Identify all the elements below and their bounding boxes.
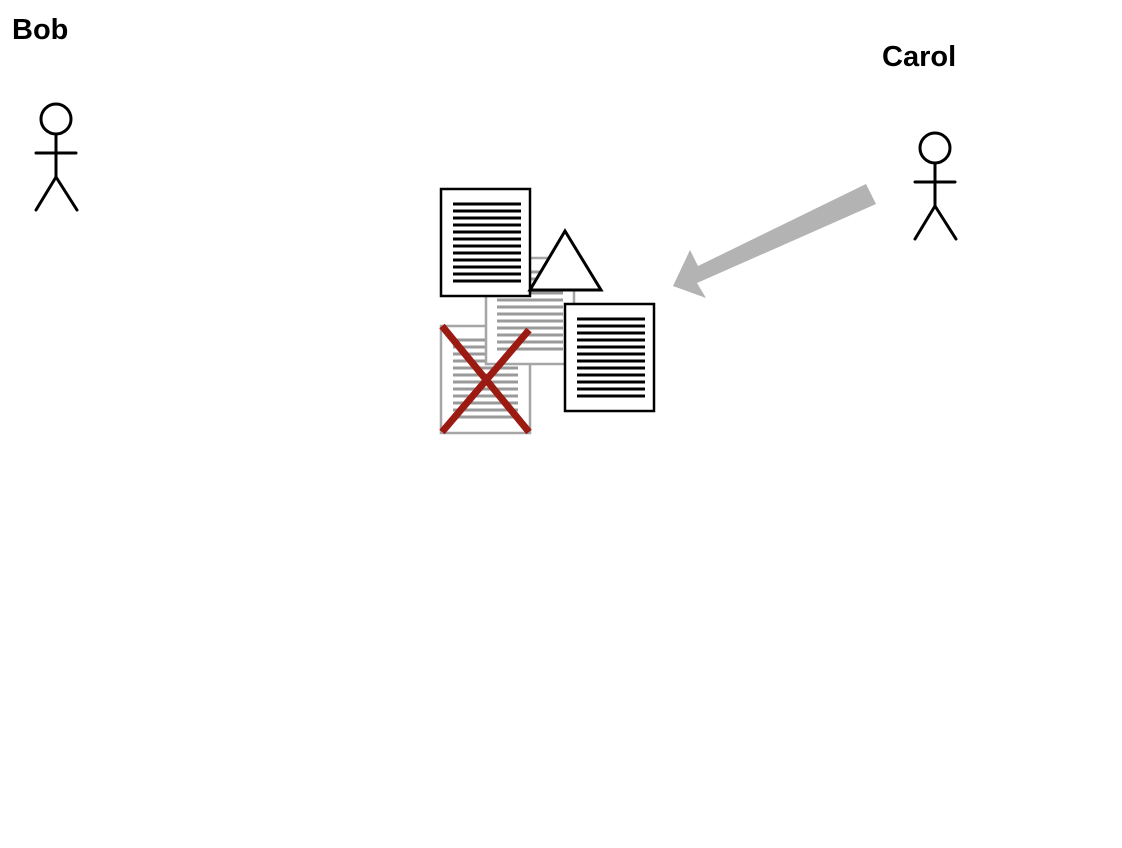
stick-figure-icon (913, 131, 958, 241)
x-mark-icon (439, 323, 532, 435)
triangle-icon (527, 228, 604, 292)
actor-label-bob: Bob (12, 14, 68, 46)
document-front-left (439, 187, 532, 298)
arrow-icon (673, 184, 876, 298)
document-text-lines (453, 202, 521, 283)
document-front-right (563, 302, 656, 413)
actor-label-carol: Carol (882, 41, 956, 73)
stick-figure-icon (34, 102, 79, 212)
document-text-lines (577, 317, 645, 398)
